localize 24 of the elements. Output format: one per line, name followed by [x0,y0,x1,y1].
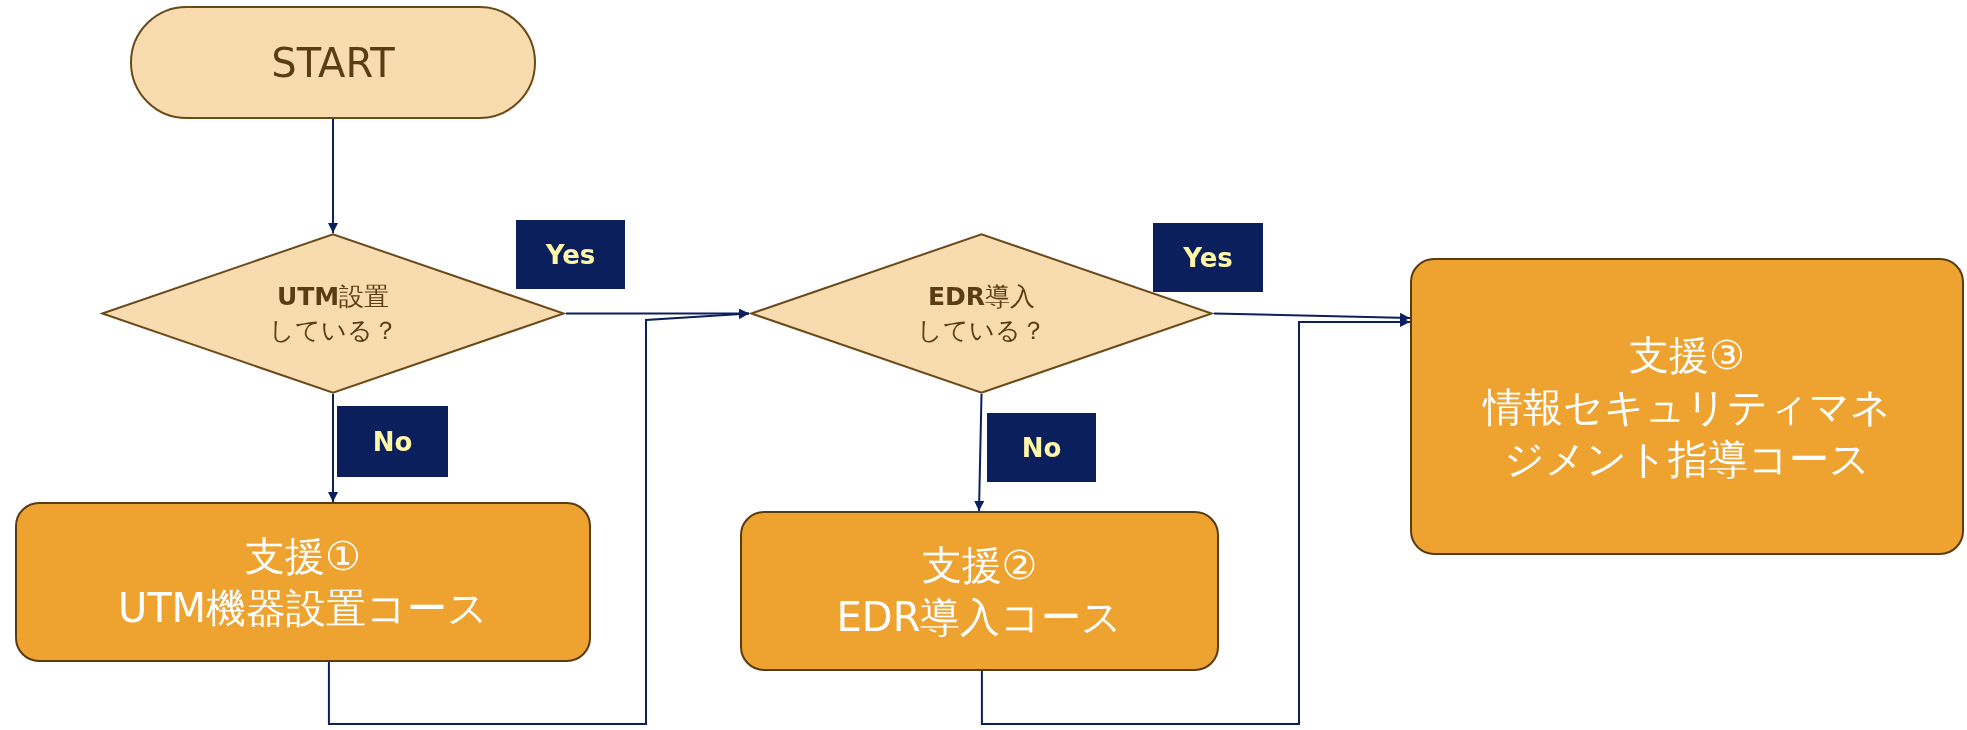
course-text: 情報セキュリティマネジメント指導コース [1481,382,1892,484]
course-text: 支援③ [1629,330,1745,380]
arrow [328,393,338,503]
edge-label: No [987,413,1096,482]
process-box [740,511,1219,671]
course-text: UTM機器設置コース [117,584,489,633]
question-text: している？ [917,314,1046,347]
arrow [974,393,985,512]
edge-label: Yes [516,220,625,289]
question-text: UTM設置 [276,280,390,313]
question-text: EDR導入 [927,280,1036,313]
process-box [1410,258,1964,555]
course-text: 支援② [921,541,1038,590]
start-terminal: START [130,6,536,119]
arrow [1213,312,1411,323]
edge-label: No [337,406,448,477]
course-text: 支援① [245,532,361,581]
question-text: している？ [268,314,398,347]
process-box [15,502,591,662]
edge-label: Yes [1153,223,1263,292]
course-text: EDR導入コース [836,593,1123,642]
arrow [328,118,338,234]
arrow [980,317,1411,725]
arrow [327,309,750,725]
